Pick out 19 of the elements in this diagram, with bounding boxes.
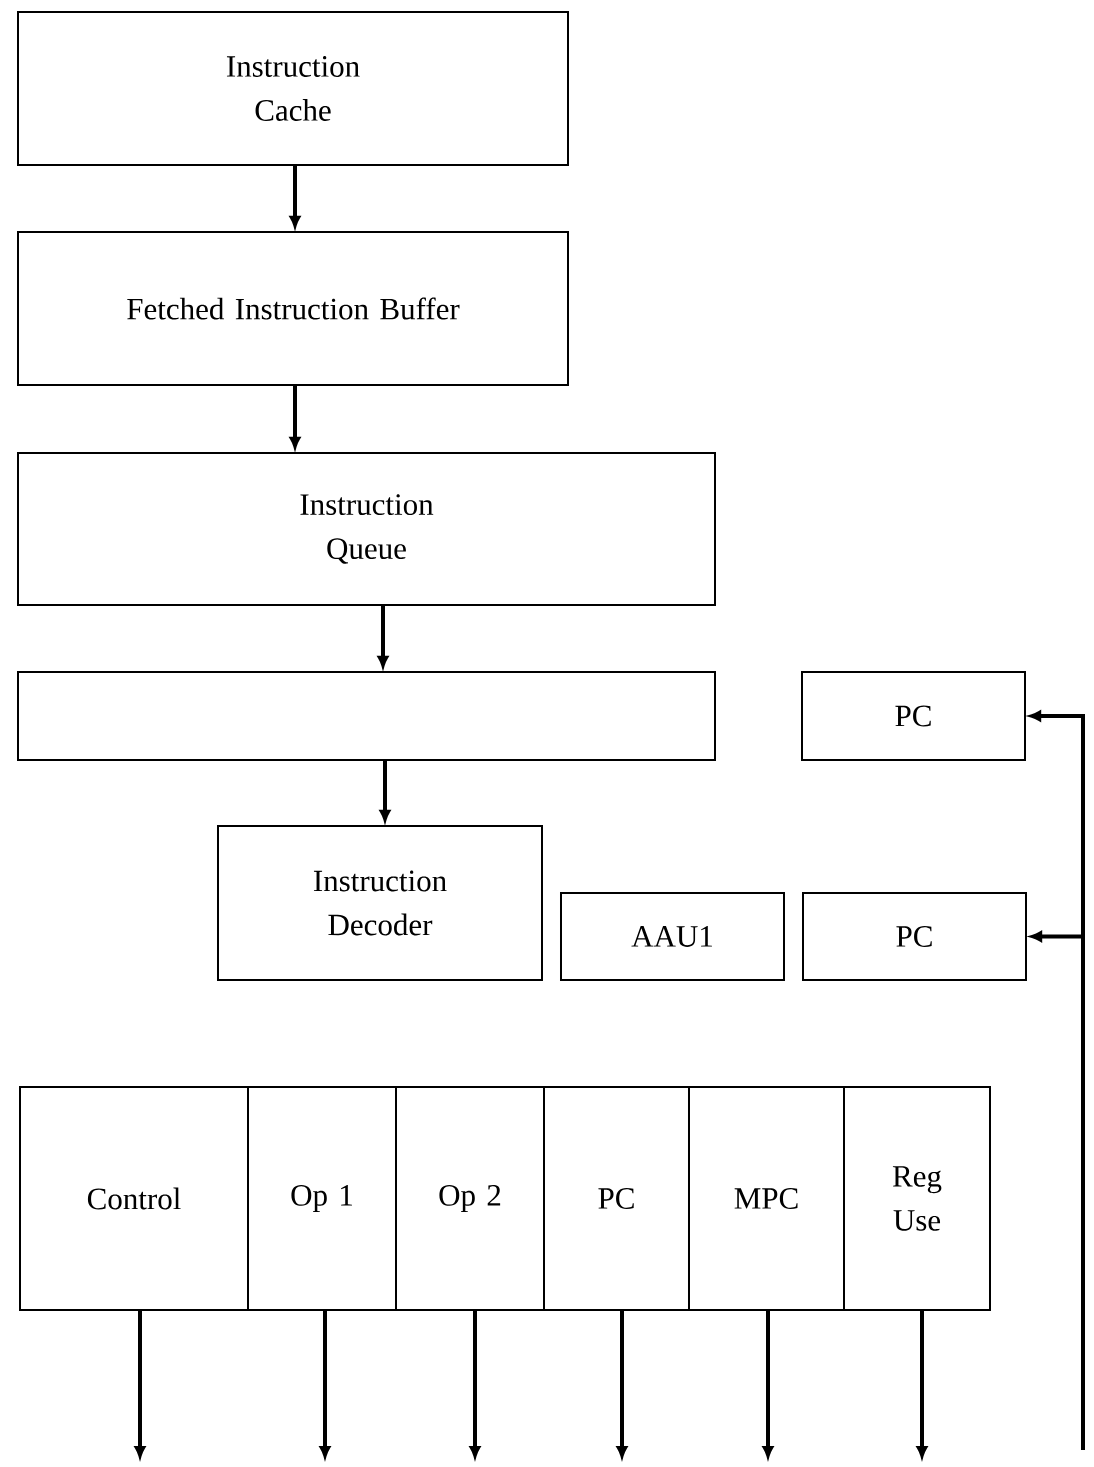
- block-box: Reg Use: [843, 1086, 991, 1311]
- arrow: [1029, 710, 1085, 1450]
- arrow: [377, 605, 389, 668]
- block-box: Instruction Cache: [17, 11, 569, 166]
- arrow: [289, 385, 301, 449]
- block-box: PC: [801, 671, 1026, 761]
- block-box: Op 1: [247, 1086, 397, 1311]
- block-box: AAU1: [560, 892, 785, 981]
- block-box: [17, 671, 716, 761]
- block-box: Instruction Queue: [17, 452, 716, 606]
- block-box: PC: [543, 1086, 690, 1311]
- arrow: [379, 760, 391, 822]
- block-box: PC: [802, 892, 1027, 981]
- block-box: Control: [19, 1086, 249, 1311]
- block-box: Instruction Decoder: [217, 825, 543, 981]
- block-box: Fetched Instruction Buffer: [17, 231, 569, 386]
- block-box: MPC: [688, 1086, 845, 1311]
- arrow: [289, 165, 301, 228]
- block-box: Op 2: [395, 1086, 545, 1311]
